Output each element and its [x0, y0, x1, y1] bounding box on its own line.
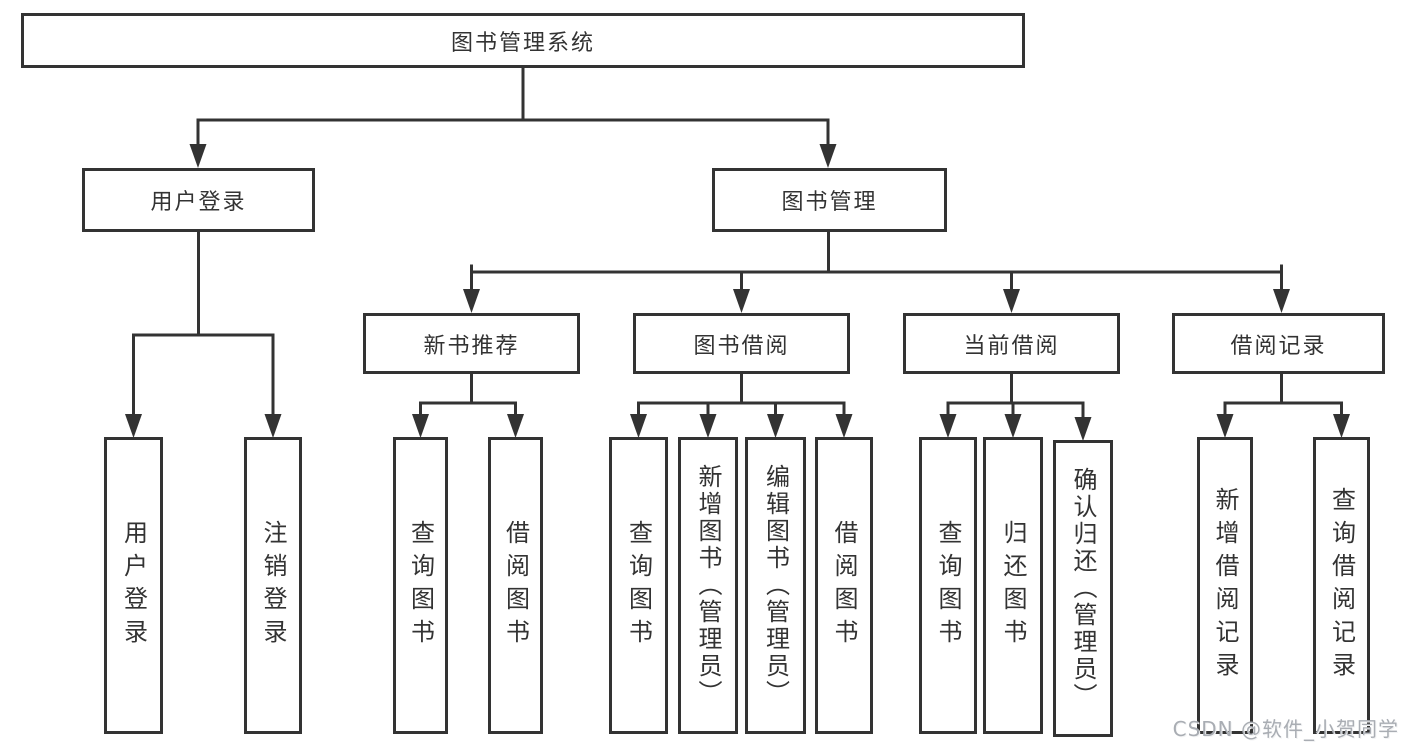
leaf-user-login: 用户登录	[104, 437, 163, 734]
leaf-borrow-books-recommend: 借阅图书	[488, 437, 543, 734]
csdn-watermark: CSDN @软件_小贺同学	[1172, 717, 1399, 741]
node-book-borrow: 图书借阅	[633, 313, 850, 374]
leaf-add-borrow-record: 新增借阅记录	[1197, 437, 1253, 734]
leaf-add-book-admin: 新增图书（管理员）	[678, 437, 738, 734]
node-user-login: 用户登录	[82, 168, 315, 232]
node-borrow-records: 借阅记录	[1172, 313, 1385, 374]
leaf-query-books-recommend: 查询图书	[393, 437, 448, 734]
leaf-query-books-borrow: 查询图书	[609, 437, 668, 734]
node-book-management: 图书管理	[712, 168, 947, 232]
node-new-book-recommend: 新书推荐	[363, 313, 580, 374]
leaf-edit-book-admin: 编辑图书（管理员）	[745, 437, 806, 734]
leaf-query-books-current: 查询图书	[919, 437, 977, 734]
leaf-confirm-return-admin: 确认归还（管理员）	[1053, 440, 1113, 737]
node-current-borrow: 当前借阅	[903, 313, 1120, 374]
arrowheads	[125, 144, 1350, 441]
leaf-logout: 注销登录	[244, 437, 302, 734]
leaf-borrow-books-borrow: 借阅图书	[815, 437, 873, 734]
leaf-return-book: 归还图书	[983, 437, 1043, 734]
leaf-query-borrow-record: 查询借阅记录	[1313, 437, 1370, 734]
node-root: 图书管理系统	[21, 13, 1025, 68]
